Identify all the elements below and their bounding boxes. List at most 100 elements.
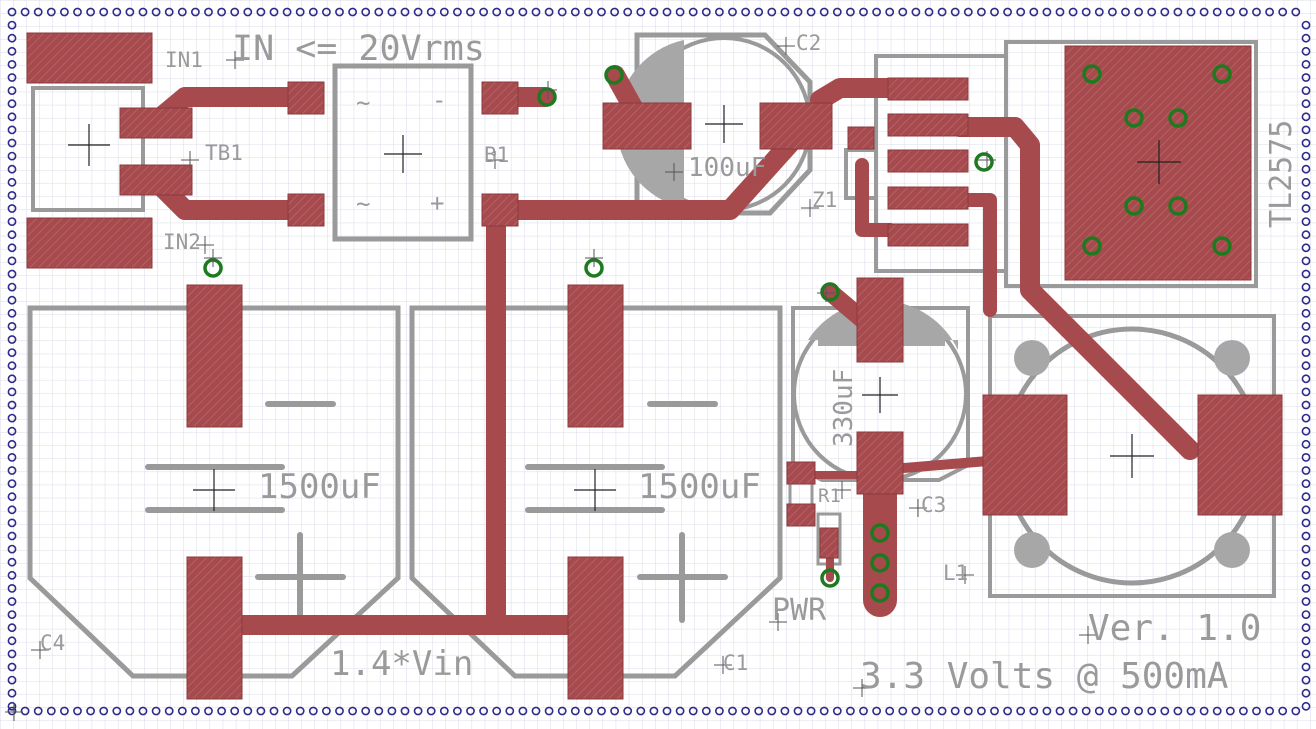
outline-dot xyxy=(308,706,318,716)
outline-dot xyxy=(204,706,213,716)
origin-cross xyxy=(5,703,23,721)
outline-dot xyxy=(1301,662,1311,672)
outline-dot xyxy=(806,7,816,17)
u1-pin-4 xyxy=(887,186,969,210)
outline-dot xyxy=(754,706,764,716)
outline-dot xyxy=(1108,7,1117,17)
outline-dot xyxy=(7,518,17,528)
origin-cross xyxy=(978,151,996,169)
vias xyxy=(203,64,1232,603)
via-ring xyxy=(870,523,890,543)
l1-pad-in xyxy=(982,394,1068,516)
origin-cross xyxy=(196,236,214,254)
outline-dot xyxy=(1301,636,1311,646)
outline-dot xyxy=(374,706,384,716)
outline-dot xyxy=(282,7,292,17)
outline-dot xyxy=(7,706,17,716)
outline-dot xyxy=(1301,282,1311,292)
outline-dot xyxy=(7,321,17,331)
outline-dot xyxy=(7,492,17,502)
label-version: Ver. 1.0 xyxy=(1088,608,1261,649)
u1-pin-3 xyxy=(887,149,969,173)
u1-pin-2 xyxy=(887,113,969,137)
outline-dot xyxy=(374,7,384,17)
outline-dot xyxy=(570,7,580,17)
outline-dot xyxy=(937,7,947,17)
c2-pad-pos xyxy=(759,102,833,150)
outline-dot xyxy=(728,706,737,716)
outline-dot xyxy=(806,706,816,716)
label-c2-value: 100uF xyxy=(688,153,766,183)
outline-dot xyxy=(675,7,685,17)
label-tb1: TB1 xyxy=(205,141,243,165)
outline-dot xyxy=(832,706,842,716)
label-c4: C4 xyxy=(40,631,65,655)
outline-dot xyxy=(7,204,17,213)
outline-dot xyxy=(256,7,266,17)
outline-dot xyxy=(7,112,17,122)
label-in2: IN2 xyxy=(163,230,201,254)
outline-dot xyxy=(7,374,17,384)
origin-cross xyxy=(181,151,199,169)
b1-pad-minus xyxy=(481,81,519,115)
outline-dot xyxy=(1212,7,1222,17)
outline-dot xyxy=(1301,348,1311,357)
outline-dot xyxy=(1301,426,1311,436)
outline-dot xyxy=(819,706,829,716)
outline-dot xyxy=(780,706,790,716)
origin-cross xyxy=(769,613,787,631)
outline-dot xyxy=(1301,623,1311,633)
outline-dot xyxy=(7,99,17,109)
outline-dot xyxy=(1301,479,1311,488)
tb1-pad-in1 xyxy=(119,107,193,139)
outline-dot xyxy=(990,706,999,716)
tb1-outline xyxy=(31,86,145,212)
origin-cross xyxy=(539,81,557,99)
outline-dot xyxy=(348,7,357,17)
label-b1-minus: - xyxy=(432,86,446,114)
label-z1: Z1 xyxy=(812,188,837,212)
outline-dot xyxy=(413,7,423,17)
origin-cross xyxy=(226,51,244,69)
outline-dot xyxy=(1301,295,1311,305)
label-l1: L1 xyxy=(943,561,968,585)
outline-dot xyxy=(256,706,266,716)
outline-dot xyxy=(7,400,17,410)
outline-dot xyxy=(1239,7,1248,17)
origin-cross xyxy=(956,566,974,584)
outline-dot xyxy=(7,243,17,253)
outline-dot xyxy=(1301,230,1311,240)
u1-pin-1 xyxy=(887,77,969,101)
outline-dot xyxy=(1301,688,1311,698)
outline-dot xyxy=(1278,706,1288,716)
outline-dot xyxy=(819,7,829,17)
outline-dot xyxy=(7,584,17,593)
cross-c3 xyxy=(862,377,898,413)
outline-dot xyxy=(400,706,410,716)
outline-dot xyxy=(544,7,554,17)
outline-dot xyxy=(7,151,17,161)
outline-dot xyxy=(479,706,488,716)
outline-dot xyxy=(1212,706,1222,716)
origin-cross xyxy=(1079,626,1097,644)
outline-dot xyxy=(7,439,17,449)
outline-dot xyxy=(295,706,305,716)
via-ring xyxy=(1212,236,1232,256)
outline-dot xyxy=(846,706,855,716)
outline-dot xyxy=(1301,125,1311,135)
l1-pad-out xyxy=(1197,394,1283,516)
outline-dot xyxy=(7,73,17,82)
outline-dot xyxy=(99,7,109,17)
outline-dot xyxy=(924,7,934,17)
outline-dot xyxy=(1081,706,1091,716)
outline-dot xyxy=(1301,374,1311,384)
outline-dot xyxy=(662,7,672,17)
outline-dot xyxy=(1301,505,1311,515)
outline-dot xyxy=(1199,7,1209,17)
outline-dot xyxy=(584,7,593,17)
outline-dot xyxy=(1252,7,1261,17)
outline-dot xyxy=(872,706,881,716)
outline-dot xyxy=(1121,7,1130,17)
outline-dot xyxy=(125,7,135,17)
outline-dot xyxy=(1301,387,1311,397)
